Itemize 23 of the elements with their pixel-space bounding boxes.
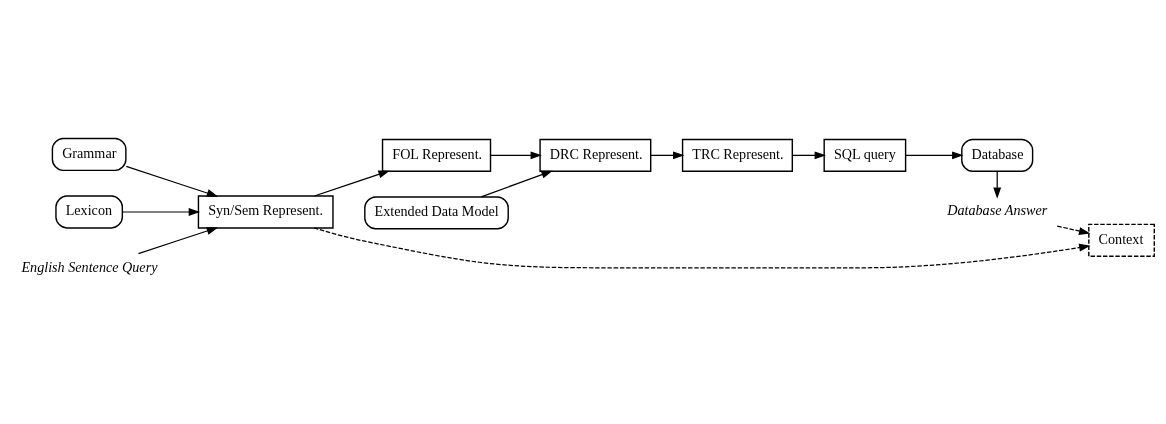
arrow [650,151,685,160]
node-box: DRC Represent. [539,138,652,172]
arrow [125,165,219,197]
node-box: SQL query [823,138,907,172]
arrow [905,151,964,160]
arrow [480,170,553,198]
node-box: Database [961,138,1034,172]
arrow [121,208,200,216]
node-box: Syn/Sem Represent. [197,195,334,229]
arrow [313,170,390,197]
node-box: Grammar [51,137,127,172]
node-box: Context [1088,223,1155,257]
node-text: English Sentence Query [21,259,158,276]
arrow [313,227,1091,269]
node-box: Lexicon [55,195,124,229]
arrow [137,227,219,255]
node-box: TRC Represent. [681,138,794,172]
arrow [791,151,826,160]
node-box: FOL Represent. [381,138,492,172]
node-text: Database Answer [947,202,1048,219]
arrow [1056,225,1091,235]
arrow [489,151,542,160]
node-box: Extended Data Model [364,196,509,230]
